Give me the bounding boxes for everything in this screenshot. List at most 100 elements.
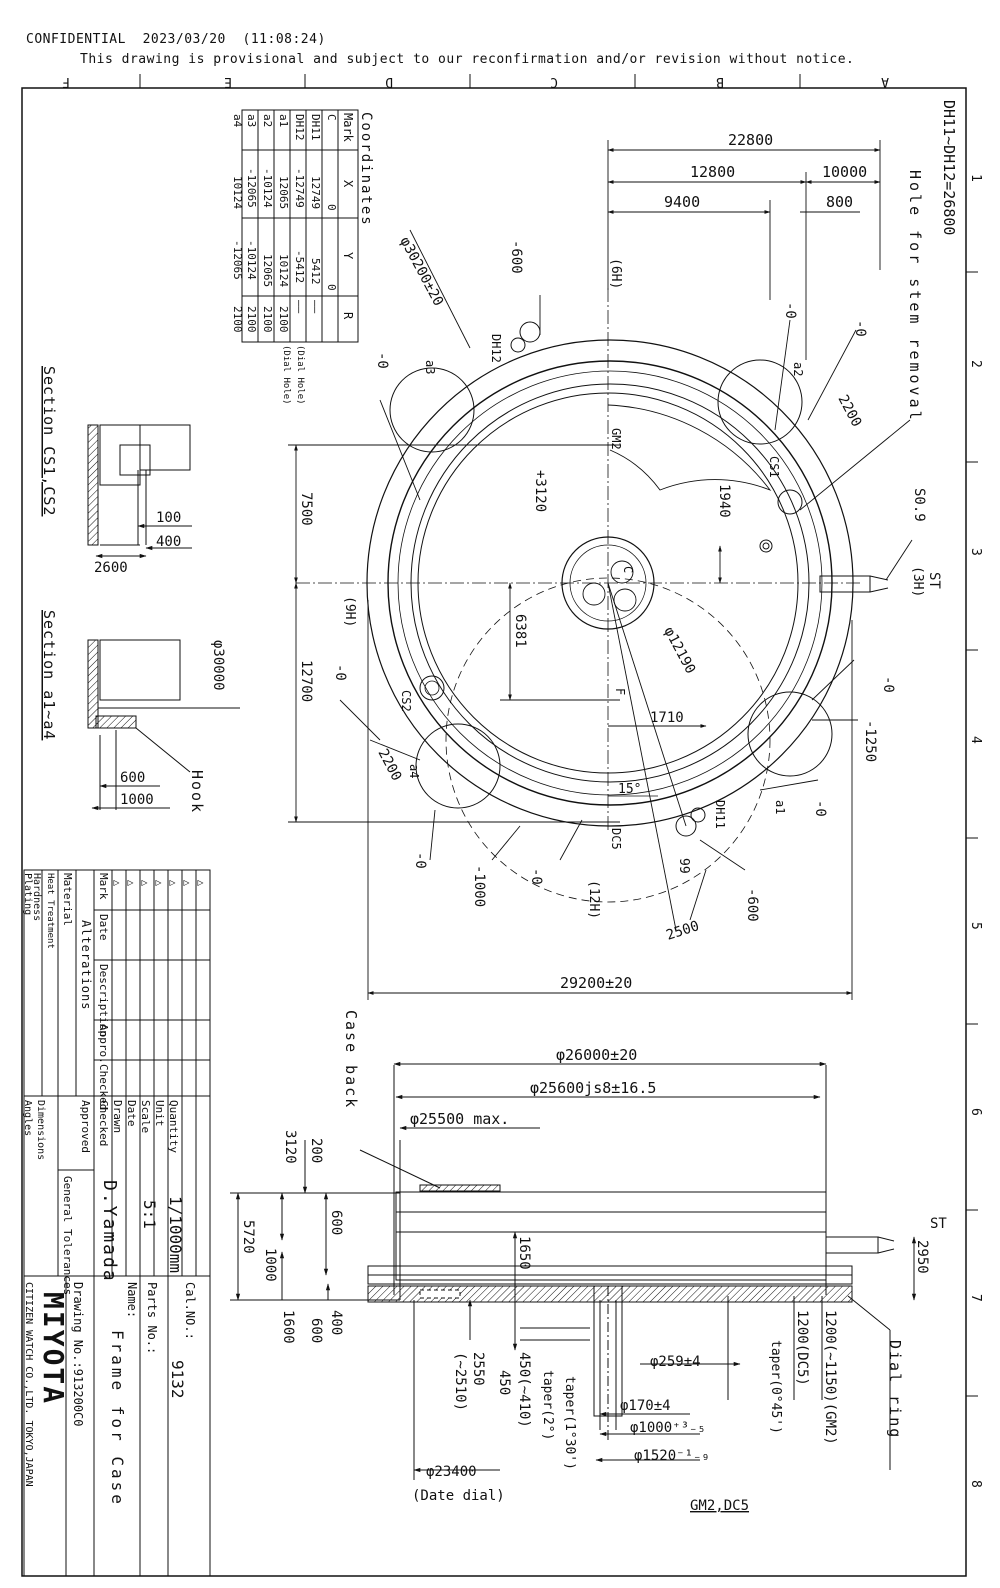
coord-head-mark: Mark bbox=[341, 113, 355, 143]
tb-approved: Approved bbox=[79, 1100, 92, 1153]
section-a-dim-1000: 1000 bbox=[120, 792, 154, 808]
section-a-title: Section a1~a4 bbox=[40, 610, 58, 740]
label-st-top: ST bbox=[926, 572, 942, 589]
tb-parts-no: Parts No.: bbox=[145, 1282, 159, 1354]
dim-minus0-h: -0 bbox=[412, 852, 428, 869]
label-st-3h: (3H) bbox=[910, 566, 925, 597]
plan-labels: 22800 12800 10000 9400 800 φ30200±20 -60… bbox=[298, 100, 958, 992]
side-dim-3120: 3120 bbox=[282, 1130, 298, 1164]
rev-mark-6: △ bbox=[181, 880, 192, 886]
label-gm2-dc5: GM2,DC5 bbox=[690, 1498, 749, 1514]
coord-a4-x: 10124 bbox=[231, 176, 244, 209]
tb-checked: Checked bbox=[97, 1100, 110, 1146]
side-dim-2510: (~2510) bbox=[452, 1352, 468, 1411]
side-dim-phi-26000: φ26000±20 bbox=[556, 1046, 637, 1064]
dim-minus0-d: -0 bbox=[880, 676, 896, 693]
label-dh-span: DH11~DH12=26800 bbox=[940, 100, 958, 235]
drawing-border bbox=[21, 87, 967, 1577]
rev-head-date: Date bbox=[97, 914, 110, 941]
dim-minus0-c: -0 bbox=[852, 320, 868, 337]
dim-minus1000: -1000 bbox=[471, 865, 487, 907]
coord-a1-y: 10124 bbox=[277, 254, 290, 287]
coord-dh12-r: —— bbox=[293, 300, 306, 314]
rev-head-mark: Mark bbox=[97, 873, 110, 900]
rev-mark-3: △ bbox=[139, 880, 150, 886]
coord-dh11-x: 12749 bbox=[309, 176, 322, 209]
tb-company: CITIZEN WATCH CO.,LTD. TOKYO,JAPAN bbox=[23, 1282, 34, 1487]
section-cs-dim-100: 100 bbox=[156, 510, 181, 526]
label-a3: a3 bbox=[423, 360, 437, 374]
dim-minus0-b: -0 bbox=[782, 302, 798, 319]
side-dim-phi-25500: φ25500 max. bbox=[410, 1110, 509, 1128]
plan-dimension-lines bbox=[288, 140, 913, 1000]
dim-minus1250: -1250 bbox=[862, 720, 878, 762]
zone-row-7: 7 bbox=[968, 1294, 983, 1302]
zone-column-labels: F E D C B A bbox=[62, 74, 889, 89]
coord-a3-r: 2100 bbox=[245, 306, 258, 333]
section-a-phi-30000: φ30000 bbox=[210, 640, 226, 691]
dim-1940: 1940 bbox=[716, 484, 732, 518]
zone-row-1: 1 bbox=[968, 174, 983, 182]
tb-dimensions: Dimensions bbox=[35, 1100, 46, 1160]
dim-2200-top: 2200 bbox=[834, 392, 864, 429]
label-cs1: CS1 bbox=[767, 456, 781, 478]
dim-10000: 10000 bbox=[822, 163, 867, 181]
side-taper-2: taper(2°) bbox=[540, 1370, 555, 1440]
coord-a4-r: 2100 bbox=[231, 306, 244, 333]
label-gm2: GM2 bbox=[609, 428, 623, 450]
dim-7500: 7500 bbox=[298, 492, 314, 526]
dim-phi-12190: φ12190 bbox=[660, 624, 698, 676]
print-time: (11:08:24) bbox=[242, 32, 326, 47]
side-dim-phi-1520: φ1520⁻¹₋₉ bbox=[634, 1448, 710, 1464]
dim-2500: 2500 bbox=[664, 918, 701, 944]
lobe-a3 bbox=[389, 367, 475, 453]
rev-head-appro: Appro. bbox=[97, 1024, 110, 1064]
coord-a3-x: -12065 bbox=[245, 168, 258, 208]
coord-a2-r: 2100 bbox=[261, 306, 274, 333]
section-cs-view bbox=[87, 424, 192, 559]
coord-c-mark: C bbox=[325, 114, 338, 121]
coord-a4-y: -12065 bbox=[231, 240, 244, 280]
tb-quantity: Quantity bbox=[167, 1100, 180, 1153]
dim-angle-15: 15° bbox=[618, 782, 641, 797]
tb-general-tol: General Tolerances bbox=[61, 1176, 74, 1295]
label-st-side: ST bbox=[930, 1216, 947, 1232]
side-view bbox=[230, 1061, 917, 1480]
side-dim-2550: 2550 bbox=[470, 1352, 486, 1386]
zone-row-5: 5 bbox=[968, 922, 983, 930]
dim-9400: 9400 bbox=[664, 193, 700, 211]
lobe-a4 bbox=[415, 723, 501, 809]
tb-brand-logo: MIYOTA bbox=[37, 1292, 70, 1405]
title-block-text: Mark Date Description Appro. Checked △ △… bbox=[22, 873, 206, 1507]
side-dim-1200-gm2: 1200(~1150)(GM2) bbox=[822, 1310, 838, 1445]
section-a-dim-600: 600 bbox=[120, 770, 145, 786]
label-dial-ring: Dial ring bbox=[886, 1340, 904, 1439]
label-a1: a1 bbox=[773, 800, 787, 814]
label-date-dial: (Date dial) bbox=[412, 1488, 505, 1504]
coord-a3-y: -10124 bbox=[245, 240, 258, 280]
hole-cs2 bbox=[419, 675, 445, 701]
zone-ticks bbox=[139, 74, 978, 1397]
tb-scale-value: 5:1 bbox=[140, 1200, 159, 1229]
tb-heat: Heat Treatment bbox=[45, 873, 55, 949]
tb-date: Date bbox=[125, 1100, 138, 1127]
rev-head-description: Description bbox=[97, 964, 110, 1037]
side-dim-phi-23400: φ23400 bbox=[426, 1464, 477, 1480]
tb-cal-no: Cal.NO.: bbox=[183, 1282, 197, 1340]
tb-scale: Scale bbox=[139, 1100, 152, 1133]
tb-alterations: Alterations bbox=[79, 920, 93, 1010]
zone-col-e: E bbox=[224, 74, 232, 89]
label-c: C bbox=[621, 566, 635, 573]
title-block bbox=[23, 869, 211, 1577]
rev-mark-4: △ bbox=[153, 880, 164, 886]
coord-a2-mark: a2 bbox=[261, 114, 274, 127]
print-date: 2023/03/20 bbox=[142, 32, 226, 47]
coord-a3-mark: a3 bbox=[245, 114, 258, 127]
coord-head-r: R bbox=[341, 312, 355, 320]
side-view-labels: Case back φ26000±20 φ25600js8±16.5 φ2550… bbox=[240, 1010, 947, 1514]
coord-a4-mark: a4 bbox=[231, 114, 244, 128]
date-dial-dashed bbox=[445, 577, 771, 903]
zone-row-3: 3 bbox=[968, 548, 983, 556]
hole-dh11 bbox=[675, 815, 697, 837]
